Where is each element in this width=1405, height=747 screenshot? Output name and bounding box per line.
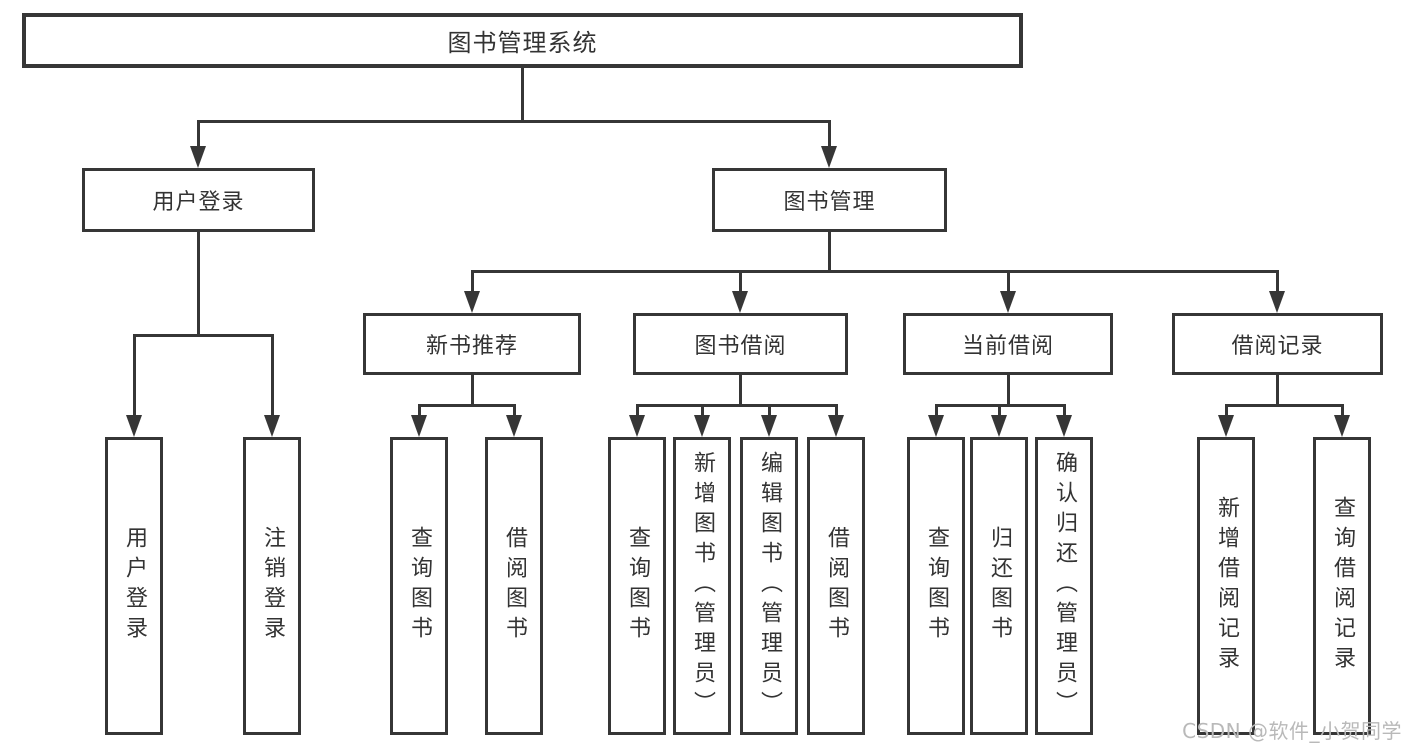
watermark: CSDN @软件_小贺同学	[1182, 719, 1402, 743]
node-user-login: 用户登录	[82, 168, 315, 232]
arrowhead-leaf-user-login	[126, 415, 142, 437]
connector-stub-borrow-records	[1276, 270, 1279, 296]
leaf-edit-book-admin-label: 编辑图书（管理员）	[757, 451, 782, 721]
connector-stub-query-borrow-record	[1341, 404, 1344, 418]
connector-stub-confirm-return-admin	[1063, 404, 1066, 418]
arrowhead-new-book-recommend	[464, 291, 480, 313]
arrowhead-user-login	[190, 146, 206, 168]
arrowhead-return-books	[991, 415, 1007, 437]
leaf-user-login-label: 用户登录	[122, 526, 147, 646]
arrowhead-borrow-records	[1269, 291, 1285, 313]
arrowhead-edit-book-admin	[761, 415, 777, 437]
arrowhead-current-borrow	[1000, 291, 1016, 313]
arrowhead-add-book-admin	[694, 415, 710, 437]
connector-current-borrow-down	[1007, 375, 1010, 406]
leaf-add-borrow-record-label: 新增借阅记录	[1214, 496, 1239, 676]
leaf-borrow-books-borrow: 借阅图书	[807, 437, 865, 735]
node-current-borrow-label: 当前借阅	[961, 334, 1054, 359]
connector-book-borrow-down	[739, 375, 742, 406]
node-current-borrow: 当前借阅	[903, 313, 1113, 375]
node-library-system: 图书管理系统	[22, 13, 1023, 68]
connector-stub-add-book-admin	[701, 404, 704, 418]
node-borrow-records: 借阅记录	[1172, 313, 1383, 375]
connector-stub-book-borrow	[739, 270, 742, 296]
connector-book-management-split	[471, 270, 1279, 273]
connector-book-management-down	[828, 232, 831, 272]
leaf-query-books-recommend: 查询图书	[390, 437, 448, 735]
node-library-system-label: 图书管理系统	[447, 29, 598, 57]
node-book-management: 图书管理	[712, 168, 947, 232]
connector-stub-leaf-user-login	[133, 334, 136, 418]
connector-stub-borrow-books-recommend	[513, 404, 516, 418]
leaf-add-borrow-record: 新增借阅记录	[1197, 437, 1255, 735]
leaf-borrow-books-recommend: 借阅图书	[485, 437, 543, 735]
connector-stub-leaf-logout	[271, 334, 274, 418]
connector-book-borrow-split	[636, 404, 838, 407]
connector-stub-current-borrow	[1007, 270, 1010, 296]
arrowhead-borrow-books-recommend	[506, 415, 522, 437]
leaf-confirm-return-admin: 确认归还（管理员）	[1035, 437, 1093, 735]
leaf-borrow-books-borrow-label: 借阅图书	[824, 526, 849, 646]
node-book-borrow: 图书借阅	[633, 313, 848, 375]
connector-stub-new-book-recommend	[471, 270, 474, 296]
arrowhead-book-borrow	[732, 291, 748, 313]
arrowhead-query-borrow-record	[1334, 415, 1350, 437]
arrowhead-query-books-current	[928, 415, 944, 437]
node-new-book-recommend: 新书推荐	[363, 313, 581, 375]
connector-new-book-recommend-down	[471, 375, 474, 406]
node-new-book-recommend-label: 新书推荐	[425, 334, 518, 359]
leaf-confirm-return-admin-label: 确认归还（管理员）	[1052, 451, 1077, 721]
connector-stub-query-books-recommend	[418, 404, 421, 418]
leaf-return-books: 归还图书	[970, 437, 1028, 735]
node-book-management-label: 图书管理	[783, 190, 876, 215]
leaf-add-book-admin: 新增图书（管理员）	[673, 437, 731, 735]
connector-new-book-recommend-split	[418, 404, 516, 407]
connector-root-down	[521, 68, 524, 122]
node-borrow-records-label: 借阅记录	[1231, 334, 1324, 359]
arrowhead-borrow-books-borrow	[828, 415, 844, 437]
arrowhead-book-management	[821, 146, 837, 168]
leaf-logout-label: 注销登录	[260, 526, 285, 646]
node-user-login-label: 用户登录	[152, 190, 245, 215]
leaf-query-books-current: 查询图书	[907, 437, 965, 735]
arrowhead-leaf-logout	[264, 415, 280, 437]
leaf-query-borrow-record-label: 查询借阅记录	[1330, 496, 1355, 676]
connector-stub-query-books-current	[935, 404, 938, 418]
leaf-edit-book-admin: 编辑图书（管理员）	[740, 437, 798, 735]
leaf-logout: 注销登录	[243, 437, 301, 735]
connector-borrow-records-split	[1225, 404, 1343, 407]
leaf-user-login: 用户登录	[105, 437, 163, 735]
connector-user-login-split	[133, 334, 274, 337]
leaf-query-books-current-label: 查询图书	[924, 526, 949, 646]
connector-stub-book-management	[828, 120, 831, 151]
connector-stub-user-login	[197, 120, 200, 151]
leaf-borrow-books-recommend-label: 借阅图书	[502, 526, 527, 646]
connector-borrow-records-down	[1276, 375, 1279, 406]
connector-stub-borrow-books-borrow	[835, 404, 838, 418]
connector-stub-add-borrow-record	[1225, 404, 1228, 418]
connector-stub-return-books	[998, 404, 1001, 418]
connector-user-login-down	[197, 232, 200, 336]
leaf-return-books-label: 归还图书	[987, 526, 1012, 646]
arrowhead-query-books-recommend	[411, 415, 427, 437]
node-book-borrow-label: 图书借阅	[694, 334, 787, 359]
arrowhead-add-borrow-record	[1218, 415, 1234, 437]
leaf-add-book-admin-label: 新增图书（管理员）	[690, 451, 715, 721]
leaf-query-books-recommend-label: 查询图书	[407, 526, 432, 646]
leaf-query-books-borrow-label: 查询图书	[625, 526, 650, 646]
arrowhead-confirm-return-admin	[1056, 415, 1072, 437]
connector-stub-edit-book-admin	[768, 404, 771, 418]
leaf-query-borrow-record: 查询借阅记录	[1313, 437, 1371, 735]
leaf-query-books-borrow: 查询图书	[608, 437, 666, 735]
connector-root-split	[197, 120, 831, 123]
connector-stub-query-books-borrow	[636, 404, 639, 418]
arrowhead-query-books-borrow	[629, 415, 645, 437]
